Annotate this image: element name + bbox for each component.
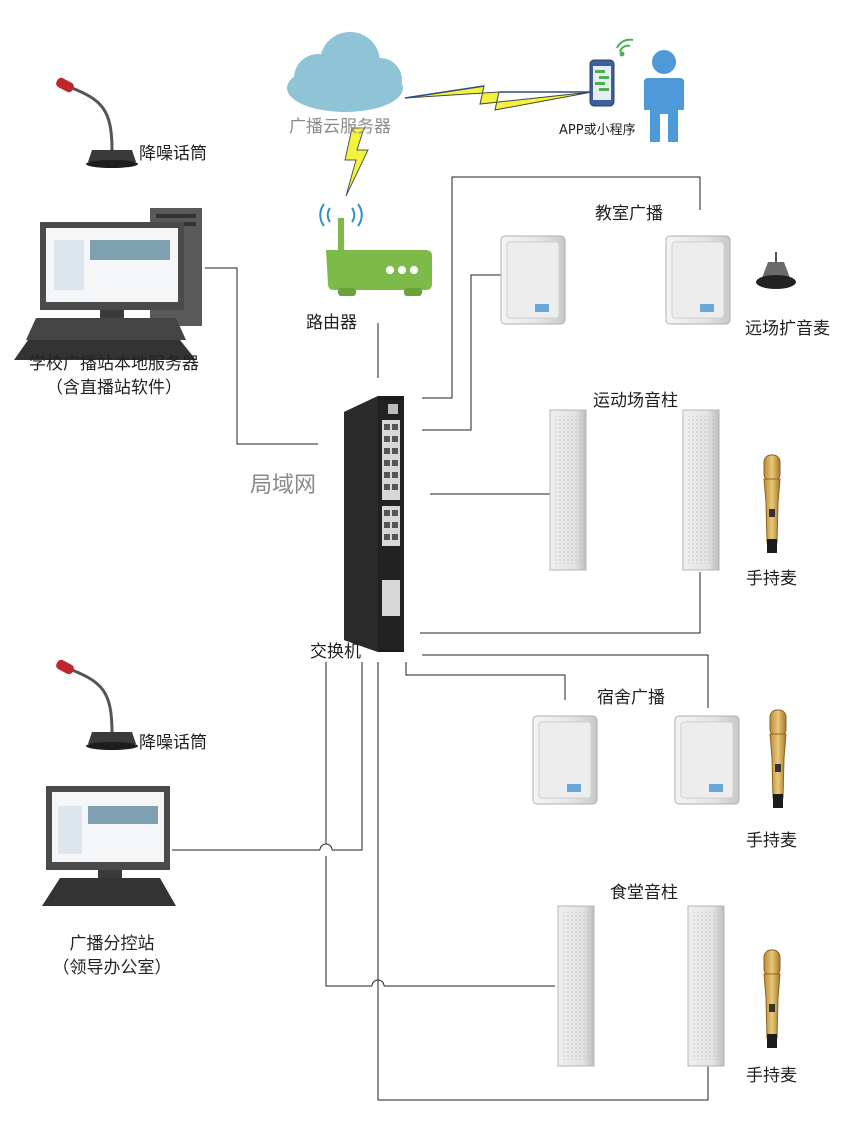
speaker-icon [500,235,566,325]
speaker-icon [674,715,740,805]
microphone-icon [53,656,140,752]
wifi-icon [616,38,634,57]
zone-mic-label-dormitory: 手持麦 [746,831,797,851]
lightning-icon [404,85,593,111]
switch-icon [344,396,404,652]
sub-station-caption-line1: 广播分控站 [69,934,155,954]
sub-mic-label: 降噪话筒 [139,733,207,753]
handheld-mic-icon [763,454,781,554]
speaker-icon [665,235,731,325]
computer-icon [14,208,202,360]
lightning-icon [344,127,369,197]
zone-mic-label-classroom: 远场扩音麦 [745,319,830,339]
zone-label-playground: 运动场音柱 [593,391,678,411]
handheld-mic-icon [769,709,787,809]
switch-label: 交换机 [310,642,361,662]
zone-mic-label-playground: 手持麦 [746,569,797,589]
main-mic-label: 降噪话筒 [139,144,207,164]
computer-icon [42,786,176,906]
column-speaker-icon [682,409,720,571]
column-speaker-icon [687,905,725,1067]
phone-icon [589,59,615,107]
zone-label-dormitory: 宿舍广播 [597,688,665,708]
main-station-caption: 学校广播站本地服务器 （含直播站软件） [29,352,199,400]
sub-station-caption-line2: （领导办公室） [52,958,172,978]
sub-station-caption: 广播分控站 （领导办公室） [53,932,172,980]
router-icon [319,203,432,296]
lan-label: 局域网 [250,473,317,498]
microphone-icon [53,74,140,170]
handheld-mic-icon [763,949,781,1049]
far-field-mic-icon [756,252,796,289]
cloud-server-label: 广播云服务器 [289,117,391,137]
main-station-caption-line2: （含直播站软件） [46,378,182,398]
person-icon [644,50,684,142]
main-station-caption-line1: 学校广播站本地服务器 [29,354,199,374]
zone-label-canteen: 食堂音柱 [610,883,678,903]
zone-label-classroom: 教室广播 [595,204,663,224]
zone-mic-label-canteen: 手持麦 [746,1066,797,1086]
cloud-icon [287,32,403,112]
column-speaker-icon [557,905,595,1067]
app-label: APP或小程序 [559,123,636,138]
column-speaker-icon [549,409,587,571]
connection-lines [172,176,709,1101]
router-label: 路由器 [306,313,357,333]
speaker-icon [532,715,598,805]
